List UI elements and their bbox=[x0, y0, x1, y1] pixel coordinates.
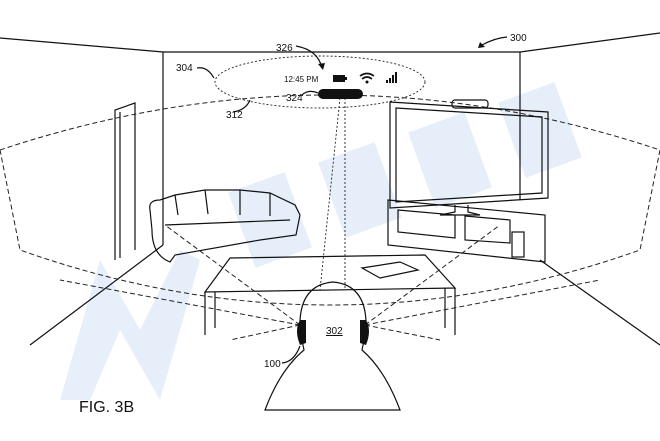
figure-label: FIG. 3B bbox=[79, 399, 134, 416]
display-region-312 bbox=[214, 55, 426, 109]
projection-lines bbox=[59, 97, 601, 341]
signal-icon bbox=[386, 72, 397, 83]
wifi-icon bbox=[359, 72, 375, 84]
watermark-logo bbox=[60, 82, 582, 400]
tv-stand bbox=[387, 199, 546, 263]
television bbox=[389, 99, 549, 216]
battery-icon bbox=[333, 75, 345, 82]
ref-304: 304 bbox=[176, 63, 193, 74]
door bbox=[114, 102, 136, 260]
sofa bbox=[149, 189, 301, 263]
user-head-302 bbox=[264, 281, 401, 411]
ref-302: 302 bbox=[326, 326, 343, 337]
leader-lines bbox=[196, 36, 508, 364]
room-walls bbox=[0, 32, 660, 346]
headphone-right bbox=[360, 320, 369, 345]
ref-100: 100 bbox=[264, 359, 281, 370]
ref-300: 300 bbox=[510, 33, 527, 44]
headphone-left bbox=[297, 320, 306, 345]
tablet bbox=[360, 261, 420, 279]
field-of-view-304 bbox=[0, 94, 660, 306]
status-time: 12:45 PM bbox=[284, 75, 319, 84]
ref-312: 312 bbox=[226, 110, 243, 121]
ref-324: 324 bbox=[286, 93, 303, 104]
indicator-bar-324 bbox=[318, 89, 363, 99]
coffee-table bbox=[203, 254, 457, 335]
ref-326: 326 bbox=[276, 43, 293, 54]
